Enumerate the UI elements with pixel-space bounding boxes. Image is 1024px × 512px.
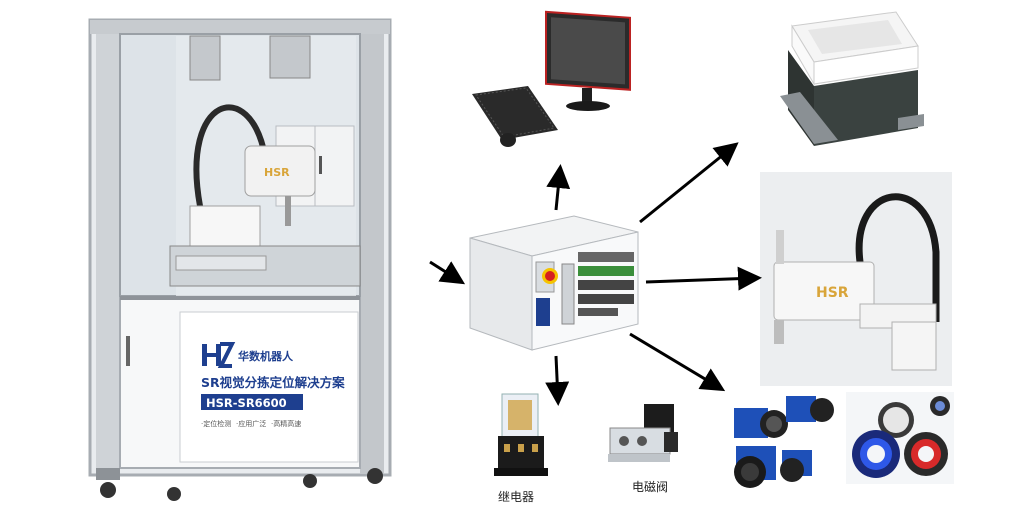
- keyboard-icon: [472, 86, 558, 140]
- arrow-to-relay: [545, 355, 570, 406]
- arrow-to-monitor: [546, 164, 571, 211]
- brand-name: 华数机器人: [238, 349, 294, 363]
- solution-title: SR视觉分拣定位解决方案: [201, 375, 345, 390]
- solenoid-valve-component: [608, 404, 678, 462]
- emergency-stop-icon: [545, 271, 555, 281]
- feature-2: ·应用广泛: [236, 419, 266, 428]
- arrow-to-scara: [645, 266, 762, 291]
- vision-sorting-cabinet: HSR 华数机器人 SR视觉分拣定位解决方案 HSR-SR6600 ·定位检测 …: [88, 18, 392, 501]
- scara-robot-logo: HSR: [816, 285, 849, 301]
- arrow-to-tray: [639, 142, 739, 224]
- arrow-cabinet-to-controller: [429, 260, 466, 285]
- monitor-keyboard: [472, 10, 631, 147]
- model-badge: HSR-SR6600: [206, 396, 287, 410]
- tray-fixture: [780, 11, 924, 146]
- feature-1: ·定位检测: [201, 419, 231, 428]
- relay-component: [494, 393, 548, 476]
- scara-robot: HSR: [760, 172, 952, 386]
- robot-controller: [469, 215, 639, 351]
- monitor-icon: [545, 10, 631, 111]
- industrial-cameras: [734, 396, 834, 488]
- mouse-icon: [500, 133, 516, 147]
- cabinet-robot-logo: HSR: [264, 166, 290, 179]
- arrow-to-cameras: [629, 332, 726, 392]
- solenoid-valve-label: 电磁阀: [632, 480, 669, 494]
- ring-lights: [846, 392, 954, 484]
- feature-3: ·高精高速: [271, 419, 301, 428]
- relay-label: 继电器: [498, 490, 535, 504]
- hsr-logo-icon: [202, 342, 236, 368]
